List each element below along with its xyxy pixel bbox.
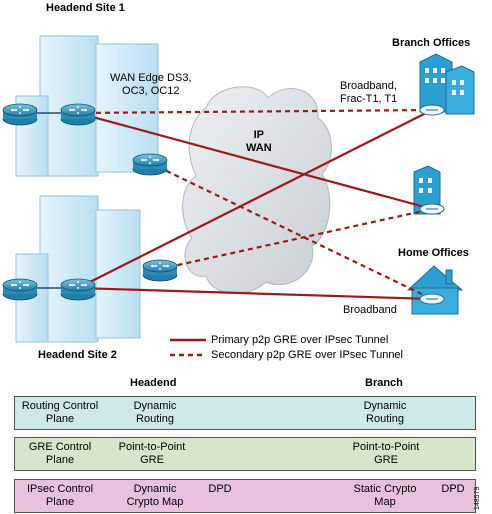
figure-id: 148579 [474, 486, 481, 510]
headend-cell: Dynamic Routing [133, 400, 177, 425]
legend-secondary-label: Secondary p2p GRE over IPsec Tunnel [211, 349, 403, 361]
row-label: GRE Control Plane [28, 441, 92, 466]
branch-extra-cell: DPD [441, 483, 465, 495]
secondary-tunnels [77, 108, 433, 300]
headend-cell: Dynamic Crypto Map [126, 483, 184, 508]
routing-control-plane-row: Routing Control Plane Dynamic Routing Dy… [14, 396, 476, 430]
headend1-router-c [132, 153, 168, 176]
headend1-router-b [60, 103, 96, 126]
headend1-router-a [2, 103, 38, 126]
headend2-router-a [2, 278, 38, 301]
home-router [419, 293, 445, 305]
table-header-branch: Branch [365, 377, 403, 389]
branch-router-1 [419, 104, 445, 116]
headend2-router-b [60, 278, 96, 301]
primary-tunnels [77, 109, 433, 301]
row-label: Routing Control Plane [21, 400, 99, 425]
branch-office-building-1 [419, 53, 475, 115]
branch-office-building-2 [413, 165, 441, 215]
headend-site-1-label: Headend Site 1 [46, 2, 125, 14]
table-header-headend: Headend [130, 377, 177, 389]
branch-router-2 [419, 203, 445, 215]
home-link-label: Broadband [343, 304, 397, 316]
ipsec-control-plane-row: IPsec Control Plane Dynamic Crypto Map D… [14, 479, 476, 513]
home-office-house [406, 265, 464, 315]
branch-cell: Point-to-Point GRE [352, 441, 420, 466]
legend-primary-label: Primary p2p GRE over IPsec Tunnel [211, 334, 389, 346]
headend-site-1-building [15, 35, 159, 177]
branch-cell: Dynamic Routing [363, 400, 407, 425]
headend-cell: Point-to-Point GRE [118, 441, 186, 466]
branch-cell: Static Crypto Map [353, 483, 417, 508]
home-offices-label: Home Offices [398, 247, 469, 259]
branch-offices-label: Branch Offices [392, 37, 471, 49]
row-label: IPsec Control Plane [26, 483, 94, 508]
wan-edge-label: WAN Edge DS3, OC3, OC12 [110, 72, 192, 97]
ip-wan-label: IP WAN [246, 129, 272, 154]
headend-site-2-building [15, 195, 141, 343]
gre-control-plane-row: GRE Control Plane Point-to-Point GRE Poi… [14, 437, 476, 471]
headend-site-2-label: Headend Site 2 [38, 349, 117, 361]
headend-extra-cell: DPD [208, 483, 232, 495]
router-links [37, 112, 61, 289]
headend2-router-c [142, 259, 178, 282]
ip-wan-cloud [182, 86, 332, 294]
branch-link-label: Broadband, Frac-T1, T1 [340, 80, 398, 105]
